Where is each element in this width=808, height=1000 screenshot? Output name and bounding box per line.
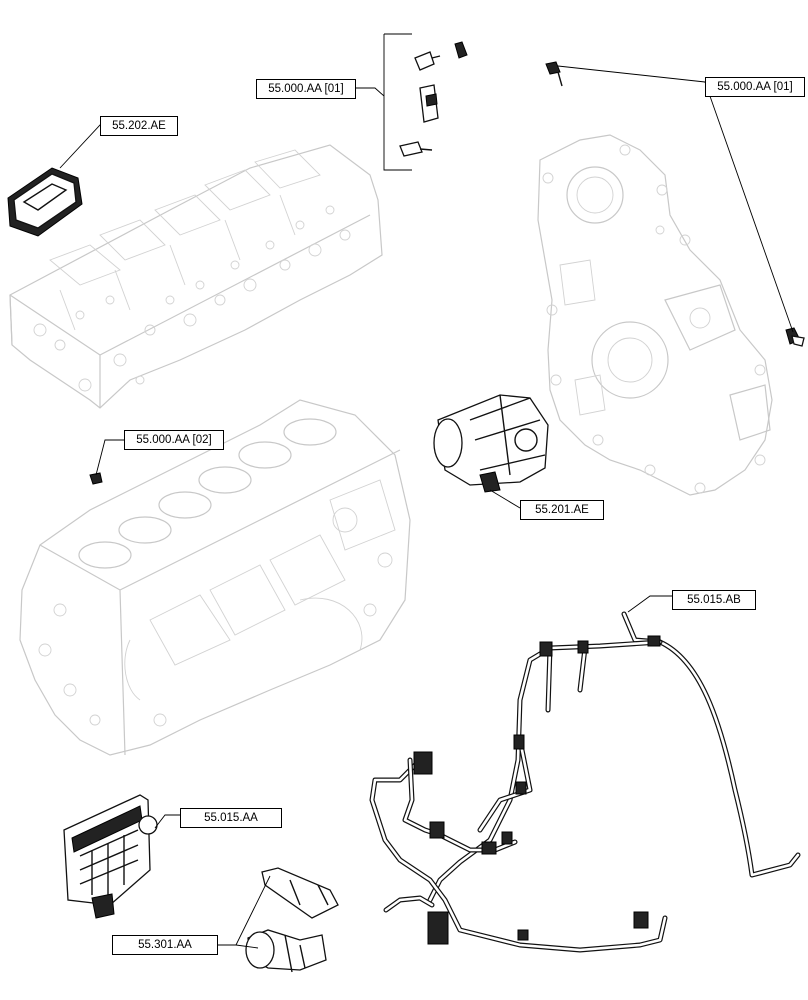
cylinder-head-ghost	[9, 144, 383, 409]
bracket-part	[218, 867, 339, 973]
wiring-harness-part	[369, 595, 801, 953]
callout-right-sensor: 55.000.AA [01]	[705, 77, 805, 97]
starter-part	[433, 394, 549, 509]
callout-top-sensors: 55.000.AA [01]	[256, 79, 356, 99]
callout-harness: 55.015.AB	[672, 590, 756, 610]
timing-cover-ghost	[537, 134, 773, 496]
right-sensor-group	[545, 61, 805, 347]
ecu-part	[63, 794, 180, 919]
head-cover-part	[7, 167, 83, 237]
block-sensor	[89, 439, 125, 485]
cylinder-block-ghost	[19, 399, 411, 756]
callout-bracket: 55.301.AA	[112, 935, 218, 955]
callout-head-cover: 55.202.AE	[100, 116, 178, 136]
callout-starter: 55.201.AE	[520, 500, 604, 520]
callout-ecu: 55.015.AA	[180, 808, 282, 828]
top-sensor-group	[383, 33, 468, 171]
callout-block-sensor: 55.000.AA [02]	[124, 430, 224, 450]
